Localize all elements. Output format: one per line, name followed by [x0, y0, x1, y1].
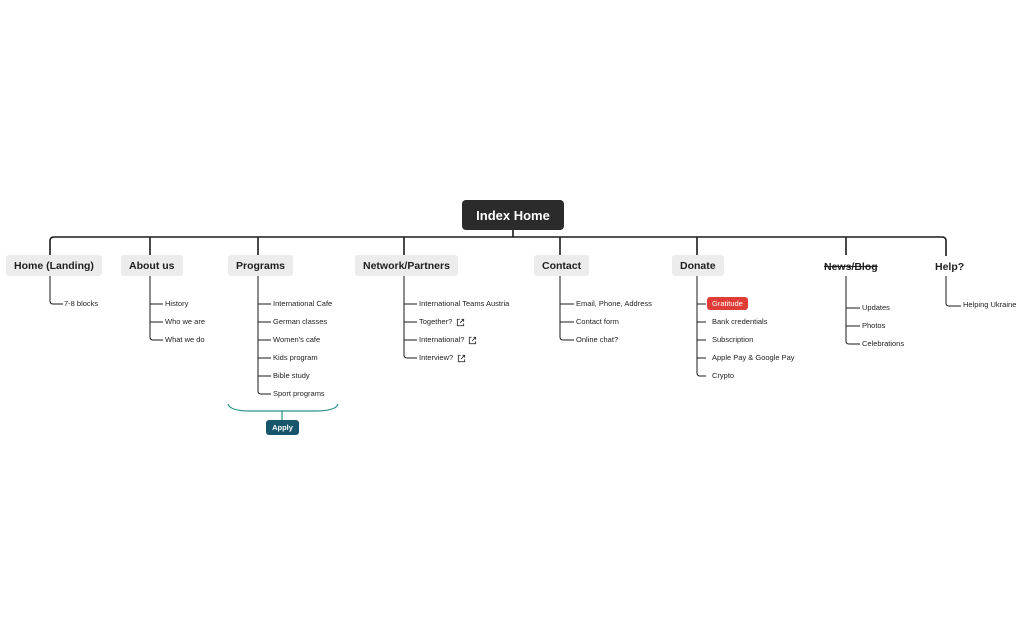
leaf-history[interactable]: History — [165, 298, 188, 310]
leaf-label: Gratitude — [712, 299, 743, 308]
topic-news-blog[interactable]: News/Blog — [824, 260, 878, 273]
leaf-crypto[interactable]: Crypto — [712, 370, 734, 382]
leaf-bible-study[interactable]: Bible study — [273, 370, 310, 382]
leaf-international-cafe[interactable]: International Cafe — [273, 298, 332, 310]
connector-news-last — [845, 276, 860, 345]
leaf-together[interactable]: Together? — [419, 316, 465, 328]
leaf-helping-ukraine[interactable]: Helping Ukraine — [963, 299, 1016, 311]
leaf-subscription[interactable]: Subscription — [712, 334, 753, 346]
connector-network-last — [403, 276, 417, 359]
leaf-label: Subscription — [712, 335, 754, 344]
leaf-who-we-are[interactable]: Who we are — [165, 316, 205, 328]
leaf-label: History — [165, 299, 189, 308]
topic-contact[interactable]: Contact — [534, 255, 590, 276]
external-link-icon[interactable] — [457, 354, 466, 363]
leaf-label: Sport programs — [273, 389, 325, 398]
leaf-apple-pay-google-pay[interactable]: Apple Pay & Google Pay — [712, 352, 795, 364]
topic-network-partners[interactable]: Network/Partners — [355, 255, 458, 276]
leaf-label: Together? — [419, 317, 453, 326]
leaf-7-8-blocks[interactable]: 7-8 blocks — [64, 298, 98, 310]
leaf-photos[interactable]: Photos — [862, 320, 885, 332]
connector-contact-last — [559, 276, 574, 341]
leaf-label: Bible study — [273, 371, 310, 380]
leaf-bank-credentials[interactable]: Bank credentials — [712, 316, 767, 328]
leaf-contact-form[interactable]: Contact form — [576, 316, 619, 328]
connector-donate-last — [696, 276, 706, 377]
external-link-icon[interactable] — [468, 336, 477, 345]
leaf-sport-programs[interactable]: Sport programs — [273, 388, 325, 400]
leaf-what-we-do[interactable]: What we do — [165, 334, 205, 346]
leaf-label: Updates — [862, 303, 890, 312]
leaf-label: Email, Phone, Address — [576, 299, 652, 308]
connector-programs-last — [257, 276, 271, 395]
topic-help[interactable]: Help? — [935, 260, 965, 273]
leaf-label: Who we are — [165, 317, 206, 326]
leaf-label: Celebrations — [862, 339, 905, 348]
connector-about-last — [149, 276, 163, 341]
leaf-email-phone-address[interactable]: Email, Phone, Address — [576, 298, 652, 310]
connector-home-last — [49, 276, 63, 305]
leaf-interview[interactable]: Interview? — [419, 352, 466, 364]
leaf-label: International Cafe — [273, 299, 333, 308]
branch-bus-line — [49, 236, 947, 256]
connector-help-last — [945, 276, 961, 307]
leaf-international-teams-austria[interactable]: International Teams Austria — [419, 298, 509, 310]
root-node[interactable]: Index Home — [462, 200, 564, 230]
topic-donate[interactable]: Donate — [672, 255, 724, 276]
summary-bracket-line — [227, 403, 339, 412]
apply-summary-button[interactable]: Apply — [266, 420, 299, 435]
leaf-label: Online chat? — [576, 335, 619, 344]
leaf-label: Helping Ukraine — [963, 300, 1017, 309]
leaf-label: Apple Pay & Google Pay — [712, 353, 795, 362]
leaf-womens-cafe[interactable]: Women's cafe — [273, 334, 320, 346]
leaf-international[interactable]: International? — [419, 334, 477, 346]
leaf-label: Kids program — [273, 353, 318, 362]
topic-about-us[interactable]: About us — [121, 255, 183, 276]
leaf-label: Photos — [862, 321, 886, 330]
leaf-updates[interactable]: Updates — [862, 302, 890, 314]
leaf-label: Contact form — [576, 317, 619, 326]
topic-programs[interactable]: Programs — [228, 255, 294, 276]
leaf-german-classes[interactable]: German classes — [273, 316, 327, 328]
leaf-online-chat[interactable]: Online chat? — [576, 334, 618, 346]
leaf-label: Bank credentials — [712, 317, 768, 326]
leaf-label: German classes — [273, 317, 328, 326]
external-link-icon[interactable] — [456, 318, 465, 327]
topic-home-landing[interactable]: Home (Landing) — [6, 255, 102, 276]
leaf-label: Women's cafe — [273, 335, 321, 344]
leaf-label: International Teams Austria — [419, 299, 510, 308]
leaf-label: What we do — [165, 335, 205, 344]
leaf-label: 7-8 blocks — [64, 299, 99, 308]
leaf-label: International? — [419, 335, 465, 344]
leaf-celebrations[interactable]: Celebrations — [862, 338, 904, 350]
leaf-label: Interview? — [419, 353, 454, 362]
leaf-kids-program[interactable]: Kids program — [273, 352, 318, 364]
leaf-gratitude[interactable]: Gratitude — [707, 297, 748, 310]
leaf-label: Crypto — [712, 371, 735, 380]
